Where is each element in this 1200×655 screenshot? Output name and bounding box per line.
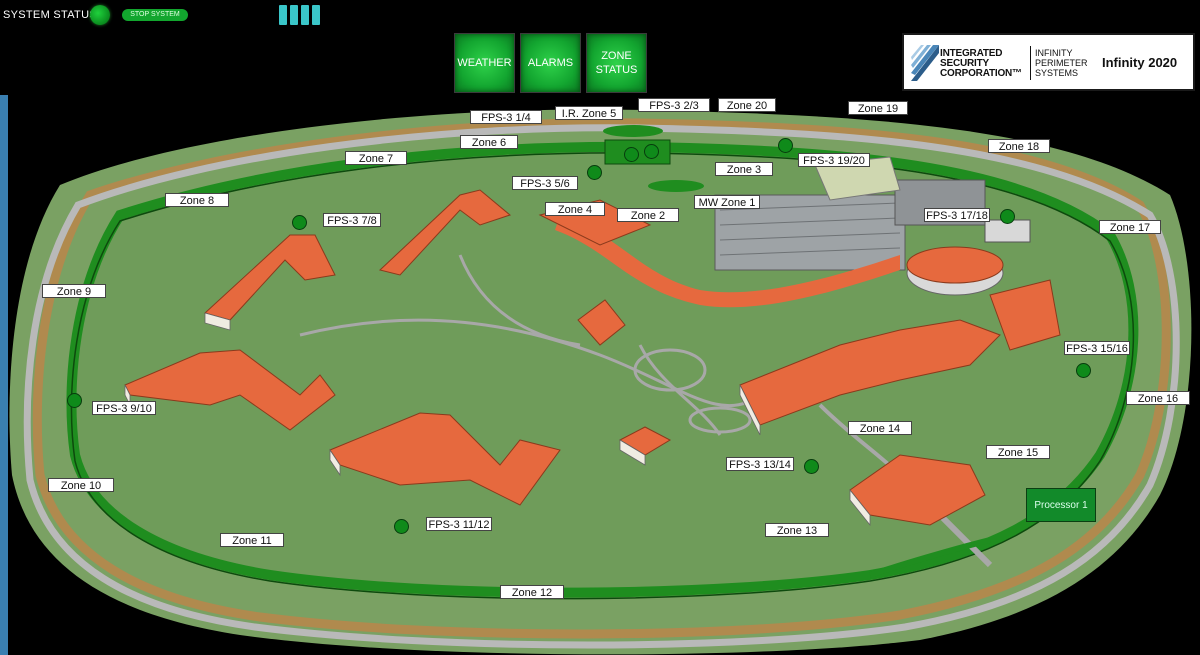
- zone-label-fps-2-3[interactable]: FPS-3 2/3: [638, 98, 710, 112]
- isc-logo-mark-icon: [911, 45, 939, 81]
- zone-label-zone-8[interactable]: Zone 8: [165, 193, 229, 207]
- signal-bar: [301, 5, 309, 25]
- zone-label-fps-15-16[interactable]: FPS-3 15/16: [1064, 341, 1130, 355]
- zone-label-zone-4[interactable]: Zone 4: [545, 202, 605, 216]
- signal-bars-icon: [279, 5, 320, 25]
- zone-label-zone-15[interactable]: Zone 15: [986, 445, 1050, 459]
- sensor-post-icon[interactable]: [292, 215, 307, 230]
- signal-bar: [290, 5, 298, 25]
- sensor-post-icon[interactable]: [644, 144, 659, 159]
- site-map-graphic: [0, 95, 1192, 655]
- zone-label-fps-1-4[interactable]: FPS-3 1/4: [470, 110, 542, 124]
- zone-label-zone-2[interactable]: Zone 2: [617, 208, 679, 222]
- logo-divider: [1030, 46, 1031, 80]
- processor-1-box[interactable]: Processor 1: [1026, 488, 1096, 522]
- signal-bar: [312, 5, 320, 25]
- zone-label-zone-18[interactable]: Zone 18: [988, 139, 1050, 153]
- zone-label-zone-16[interactable]: Zone 16: [1126, 391, 1190, 405]
- logo-company-name: INTEGRATED SECURITY CORPORATION™: [940, 48, 1022, 79]
- company-logo: INTEGRATED SECURITY CORPORATION™ INFINIT…: [902, 33, 1195, 91]
- system-status-indicator: [90, 5, 110, 25]
- site-map: FPS-3 1/4 I.R. Zone 5 FPS-3 2/3 Zone 20 …: [0, 95, 1200, 655]
- signal-bar: [279, 5, 287, 25]
- zone-label-zone-6[interactable]: Zone 6: [460, 135, 518, 149]
- sensor-post-icon[interactable]: [67, 393, 82, 408]
- zone-status-button[interactable]: ZONE STATUS: [586, 33, 647, 93]
- zone-label-zone-7[interactable]: Zone 7: [345, 151, 407, 165]
- zone-label-fps-5-6[interactable]: FPS-3 5/6: [512, 176, 578, 190]
- zone-label-fps-19-20[interactable]: FPS-3 19/20: [798, 153, 870, 167]
- zone-label-fps-11-12[interactable]: FPS-3 11/12: [426, 517, 492, 531]
- stop-system-button[interactable]: STOP SYSTEM: [122, 9, 188, 21]
- zone-label-zone-10[interactable]: Zone 10: [48, 478, 114, 492]
- zone-label-zone-11[interactable]: Zone 11: [220, 533, 284, 547]
- sensor-post-icon[interactable]: [624, 147, 639, 162]
- sensor-post-icon[interactable]: [394, 519, 409, 534]
- zone-label-zone-9[interactable]: Zone 9: [42, 284, 106, 298]
- zone-label-ir-zone-5[interactable]: I.R. Zone 5: [555, 106, 623, 120]
- zone-label-zone-12[interactable]: Zone 12: [500, 585, 564, 599]
- zone-label-zone-17[interactable]: Zone 17: [1099, 220, 1161, 234]
- sensor-post-icon[interactable]: [804, 459, 819, 474]
- zone-label-zone-19[interactable]: Zone 19: [848, 101, 908, 115]
- zone-label-fps-7-8[interactable]: FPS-3 7/8: [323, 213, 381, 227]
- zone-label-fps-17-18[interactable]: FPS-3 17/18: [924, 208, 990, 222]
- zone-label-fps-9-10[interactable]: FPS-3 9/10: [92, 401, 156, 415]
- alarms-button[interactable]: ALARMS: [520, 33, 581, 93]
- logo-version: Infinity 2020: [1102, 55, 1178, 70]
- zone-label-zone-20[interactable]: Zone 20: [718, 98, 776, 112]
- sensor-post-icon[interactable]: [587, 165, 602, 180]
- weather-button[interactable]: WEATHER: [454, 33, 515, 93]
- zone-label-zone-3[interactable]: Zone 3: [715, 162, 773, 176]
- zone-label-fps-13-14[interactable]: FPS-3 13/14: [726, 457, 794, 471]
- zone-label-zone-13[interactable]: Zone 13: [765, 523, 829, 537]
- top-control-bar: SYSTEM STATUS: STOP SYSTEM WEATHER ALARM…: [0, 0, 1200, 95]
- zone-label-mw-zone-1[interactable]: MW Zone 1: [694, 195, 760, 209]
- sensor-post-icon[interactable]: [1000, 209, 1015, 224]
- system-status-label: SYSTEM STATUS:: [3, 9, 101, 21]
- sensor-post-icon[interactable]: [778, 138, 793, 153]
- zone-label-zone-14[interactable]: Zone 14: [848, 421, 912, 435]
- sensor-post-icon[interactable]: [1076, 363, 1091, 378]
- logo-product-name: INFINITY PERIMETER SYSTEMS: [1035, 48, 1088, 78]
